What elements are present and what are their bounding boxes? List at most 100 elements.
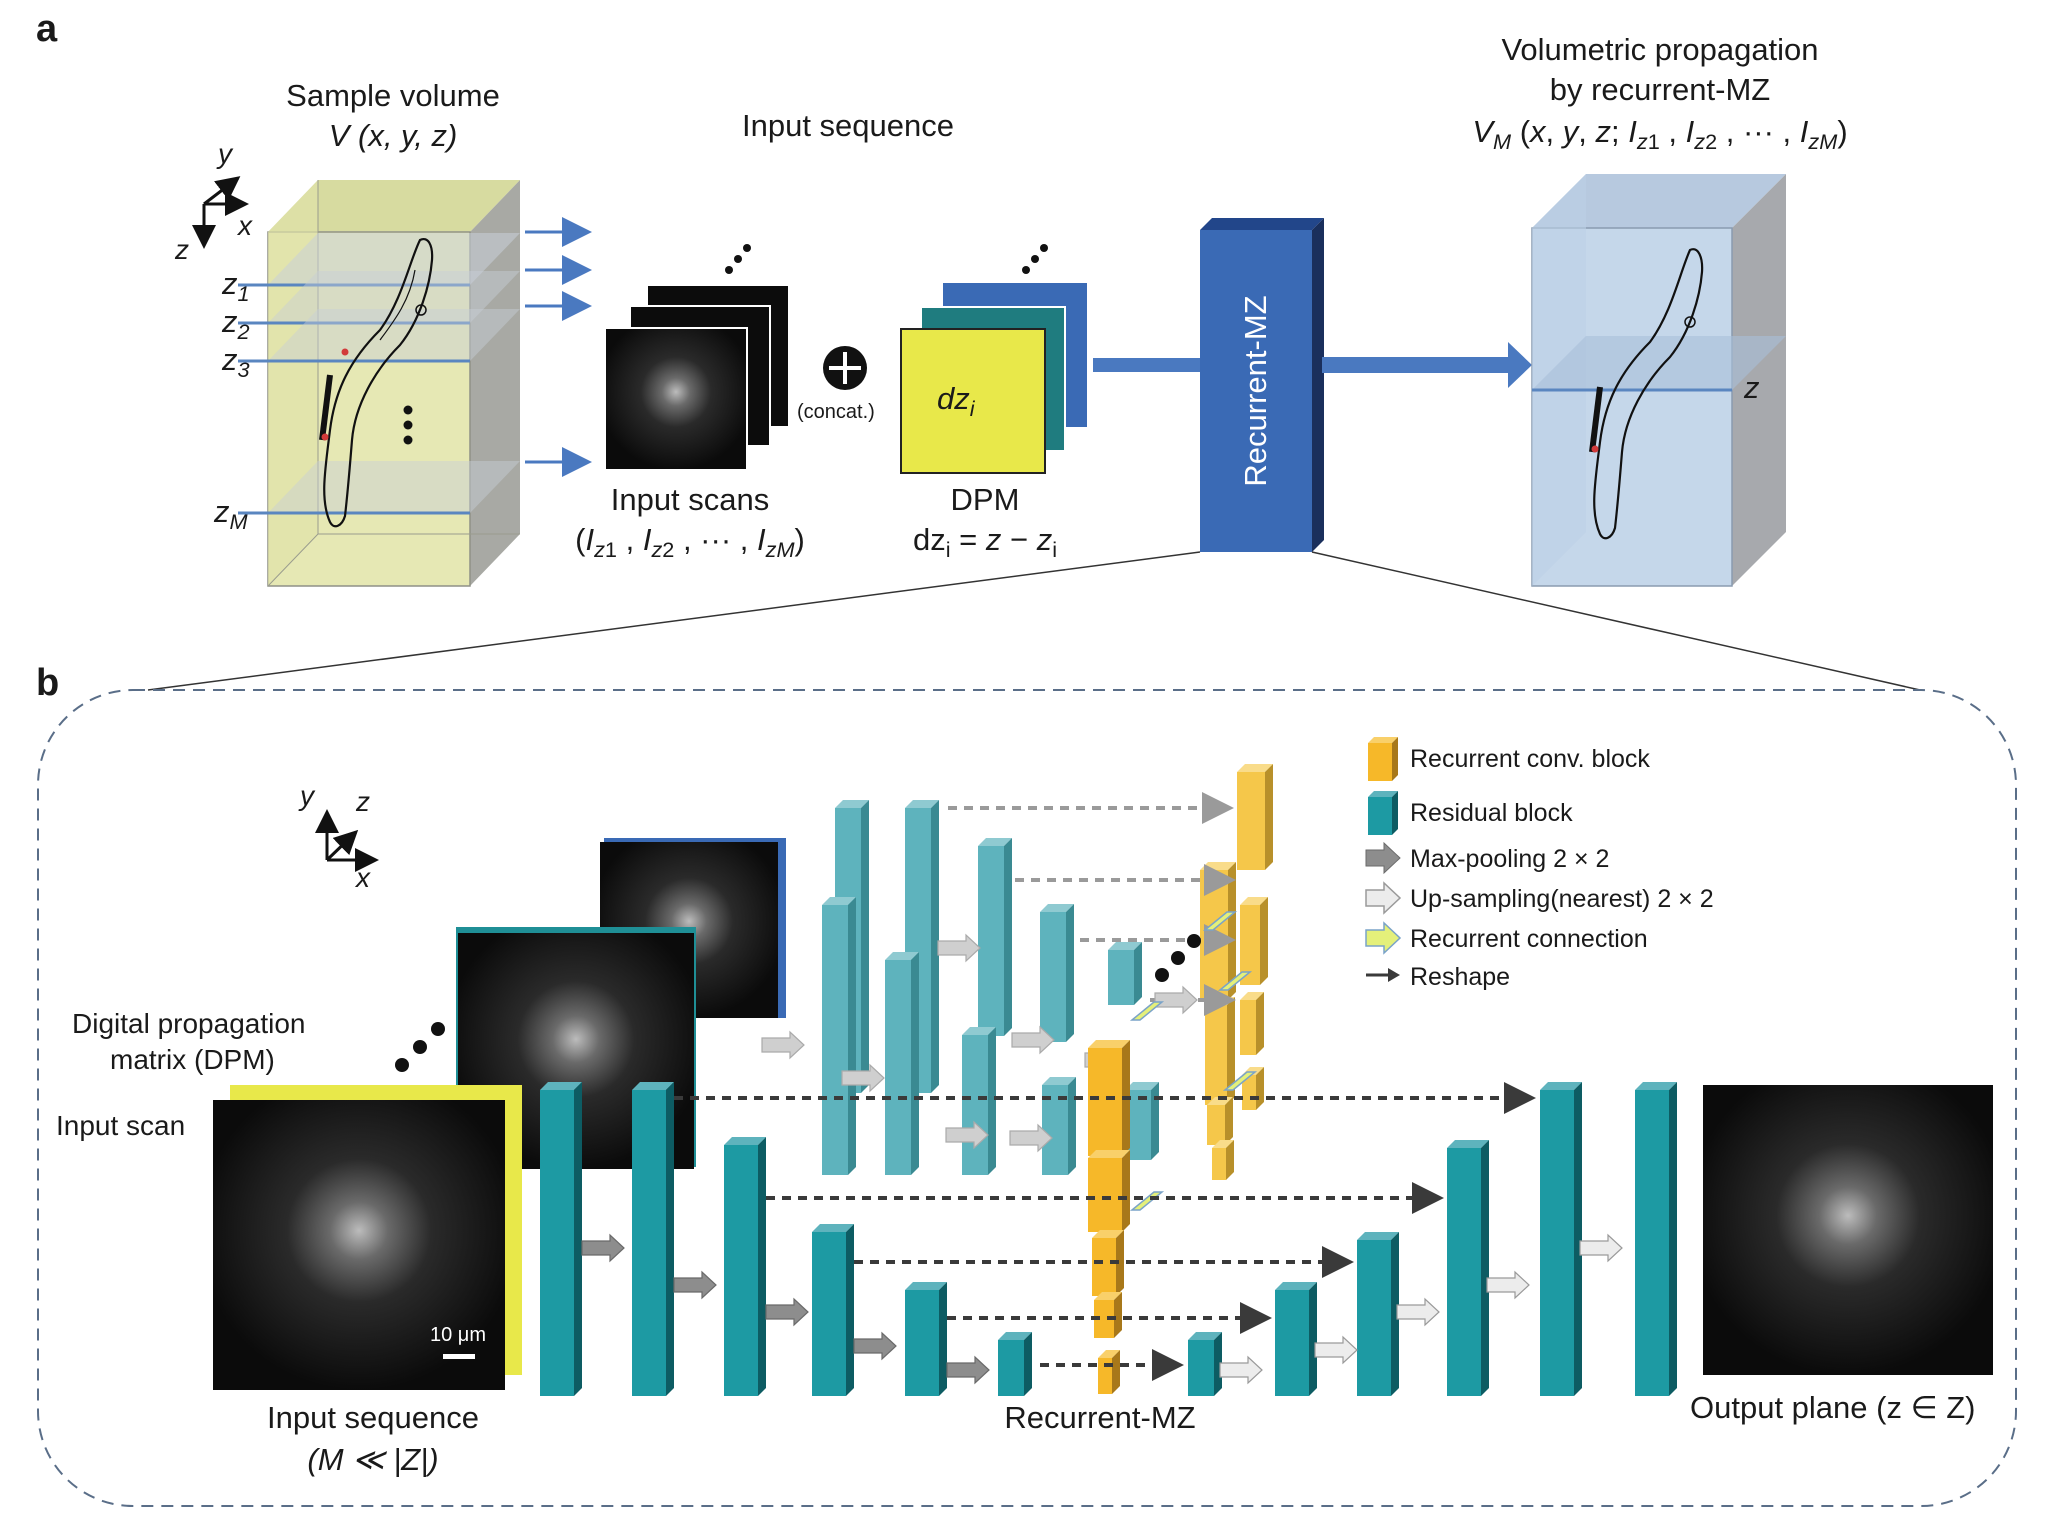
stack-dots-b bbox=[395, 1022, 445, 1072]
network-stack-dot bbox=[1187, 934, 1201, 948]
back-recurrent-conv-block bbox=[1237, 764, 1273, 870]
stack-dots-a bbox=[725, 244, 1048, 274]
input-arrow-bar bbox=[1093, 358, 1203, 372]
max-pooling-arrow bbox=[765, 1297, 809, 1327]
concat-label: (concat.) bbox=[797, 401, 875, 423]
recurrent-connection-icon bbox=[1217, 971, 1253, 991]
recurrent-conv-block-icon bbox=[1368, 737, 1398, 781]
residual-block bbox=[905, 1282, 947, 1396]
legend-label-recurrent-conv: Recurrent conv. block bbox=[1410, 745, 1650, 773]
recurrent-connection-icon bbox=[1129, 1191, 1165, 1211]
back-max-pooling-arrow bbox=[937, 933, 981, 963]
upsampling-arrow bbox=[1314, 1335, 1358, 1365]
upsampling-arrow bbox=[1219, 1355, 1263, 1385]
input-sequence-title: Input sequence bbox=[742, 108, 955, 143]
scale-bar-label: 10 μm bbox=[430, 1324, 486, 1346]
network-label-b: Recurrent-MZ bbox=[1004, 1400, 1196, 1435]
axis-z-label-a: z bbox=[175, 234, 189, 265]
axis-z-label-b: z bbox=[356, 786, 370, 817]
plane-label-z1: z1 bbox=[222, 266, 250, 307]
scale-bar bbox=[443, 1354, 475, 1359]
back-residual-block bbox=[1040, 904, 1074, 1042]
axis-x-label-a: x bbox=[238, 210, 252, 241]
axis-y-label-b: y bbox=[300, 780, 314, 811]
output-formula: VM (x, y, z; Iz1 , Iz2 , ··· , IzM) bbox=[1472, 114, 1848, 155]
legend-label-upsampling: Up-sampling(nearest) 2 × 2 bbox=[1410, 885, 1714, 913]
back-residual-block bbox=[885, 952, 919, 1175]
legend-label-residual: Residual block bbox=[1410, 799, 1573, 827]
back-recurrent-conv-block bbox=[1240, 897, 1268, 985]
legend-icons bbox=[1365, 737, 1402, 982]
sample-volume-cuboid bbox=[238, 180, 520, 587]
sample-volume-title: Sample volume bbox=[286, 78, 500, 113]
back-residual-block bbox=[978, 838, 1012, 1036]
output-title-line1: Volumetric propagation bbox=[1501, 32, 1819, 67]
residual-block bbox=[1540, 1082, 1582, 1396]
recurrent-mz-block bbox=[1200, 218, 1324, 552]
residual-block bbox=[1188, 1332, 1222, 1396]
plane-label-z2: z2 bbox=[222, 304, 250, 345]
upsampling-arrow bbox=[1486, 1270, 1530, 1300]
recurrent-conv-block bbox=[1098, 1350, 1120, 1394]
worm-illustration bbox=[319, 238, 434, 528]
output-volume-cuboid bbox=[1531, 174, 1786, 587]
output-plane-z-label: z bbox=[1744, 370, 1760, 405]
input-image-stack-b bbox=[213, 838, 786, 1390]
legend-label-reshape: Reshape bbox=[1410, 963, 1511, 991]
recurrent-conv-block bbox=[1092, 1230, 1124, 1296]
axes-icon-a bbox=[192, 176, 249, 249]
back-max-pooling-arrow bbox=[761, 1030, 805, 1060]
input-scans-label: Input scans bbox=[610, 482, 770, 517]
zoom-line-right bbox=[1311, 551, 1921, 691]
legend-label-recurrent-connection: Recurrent connection bbox=[1410, 925, 1648, 953]
panel-label-b: b bbox=[36, 662, 60, 704]
upsampling-arrow-icon bbox=[1365, 881, 1402, 915]
axis-y-label-a: y bbox=[218, 138, 232, 169]
output-plane-label-b: Output plane (z ∈ Z) bbox=[1690, 1390, 1976, 1425]
back-recurrent-conv-block bbox=[1212, 1140, 1234, 1166]
recurrent-conv-block bbox=[1088, 1150, 1130, 1232]
recurrent-connection-icon bbox=[1129, 1001, 1165, 1021]
recurrent-mz-block-label: Recurrent-MZ bbox=[1238, 295, 1273, 487]
input-scans-stack bbox=[604, 286, 788, 471]
back-residual-block bbox=[1125, 1082, 1159, 1160]
back-residual-block bbox=[1108, 942, 1142, 1005]
back-max-pooling-arrow bbox=[945, 1120, 989, 1150]
residual-block bbox=[812, 1224, 854, 1396]
recurrent-conv-block bbox=[1088, 1040, 1130, 1156]
recurrent-connection-icon bbox=[1202, 911, 1238, 931]
panel-label-a: a bbox=[36, 8, 58, 50]
plane-label-z3: z3 bbox=[222, 342, 250, 383]
back-max-pooling-arrow bbox=[841, 1063, 885, 1093]
back-recurrent-conv-block bbox=[1207, 1097, 1233, 1145]
residual-block bbox=[998, 1332, 1032, 1396]
input-sequence-sublabel-b: (M ≪ |Z|) bbox=[307, 1442, 439, 1477]
dpm-formula: dzi = z − zi bbox=[912, 522, 1058, 563]
slice-arrows bbox=[525, 217, 592, 477]
concat-icon bbox=[823, 346, 867, 390]
max-pooling-arrow bbox=[946, 1355, 990, 1385]
axes-icon-b bbox=[315, 809, 379, 872]
back-residual-block bbox=[822, 897, 856, 1175]
residual-block bbox=[724, 1137, 766, 1396]
residual-block bbox=[632, 1082, 674, 1396]
max-pooling-arrow bbox=[853, 1331, 897, 1361]
recurrent-conv-block bbox=[1094, 1292, 1122, 1338]
output-worm-illustration bbox=[1589, 248, 1704, 540]
back-recurrent-conv-block bbox=[1200, 862, 1236, 1000]
panel-b-dashed-border bbox=[37, 689, 2017, 1507]
output-image bbox=[1703, 1085, 1993, 1375]
input-scan-label: Input scan bbox=[56, 1110, 186, 1141]
network-stack-dot bbox=[1155, 968, 1169, 982]
residual-block bbox=[1635, 1082, 1677, 1396]
dpm-stack bbox=[900, 283, 1087, 474]
zoom-line-left bbox=[147, 551, 1201, 691]
upsampling-arrow bbox=[1579, 1233, 1623, 1263]
axis-x-label-b: x bbox=[356, 862, 370, 893]
recurrent-connection-icon bbox=[1222, 1071, 1258, 1091]
dpm-label-b-line1: Digital propagation bbox=[72, 1008, 306, 1039]
sample-volume-formula: V (x, y, z) bbox=[328, 118, 458, 153]
dpm-tile-text: dzi bbox=[937, 381, 975, 422]
max-pooling-arrow bbox=[581, 1233, 625, 1263]
